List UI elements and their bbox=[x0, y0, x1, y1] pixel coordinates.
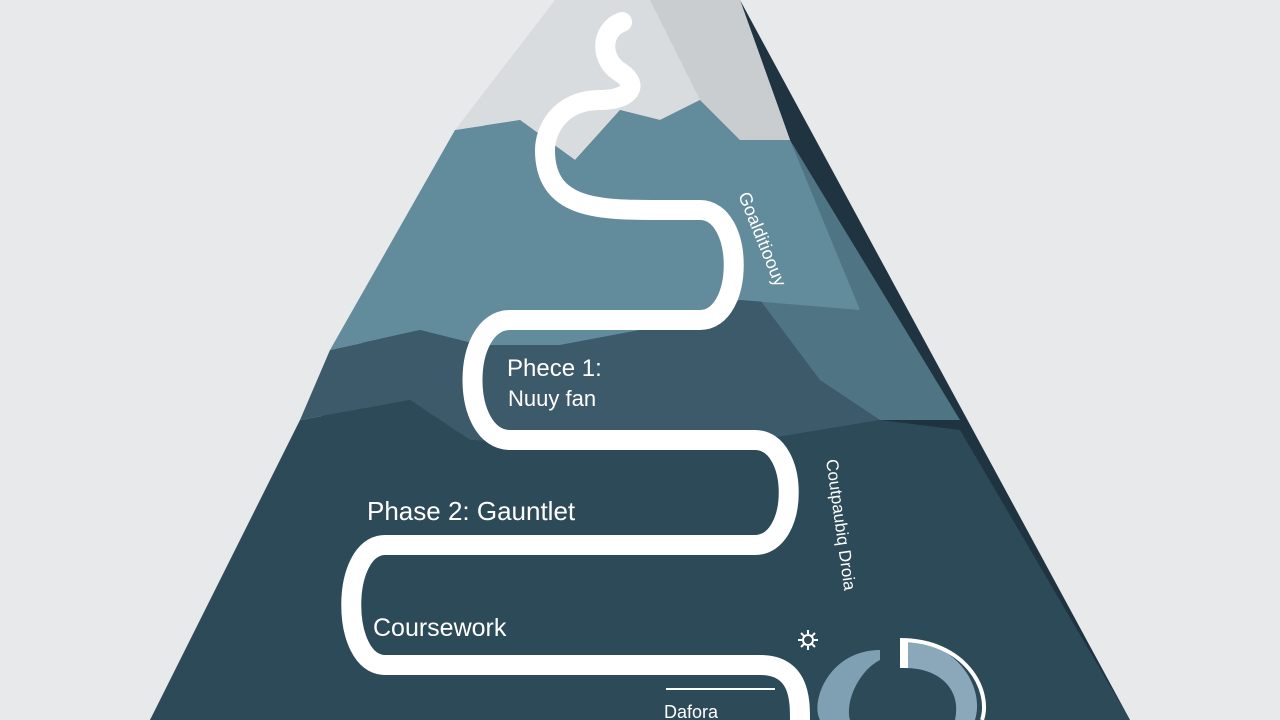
bottom-label: Dafora bbox=[664, 702, 719, 720]
gear-icon bbox=[798, 630, 818, 650]
mountain-lower-band bbox=[150, 400, 1130, 720]
phase1-title: Phece 1: bbox=[507, 355, 602, 382]
mountain-body bbox=[150, 0, 1130, 720]
mountain-snow-shadow bbox=[650, 0, 790, 140]
phase1-subtitle: Nuuy fan bbox=[508, 386, 596, 411]
phase2-label: Phase 2: Gauntlet bbox=[367, 496, 576, 526]
arc-icon bbox=[817, 638, 986, 720]
coursework-label: Coursework bbox=[373, 614, 507, 642]
winding-path bbox=[341, 12, 810, 720]
